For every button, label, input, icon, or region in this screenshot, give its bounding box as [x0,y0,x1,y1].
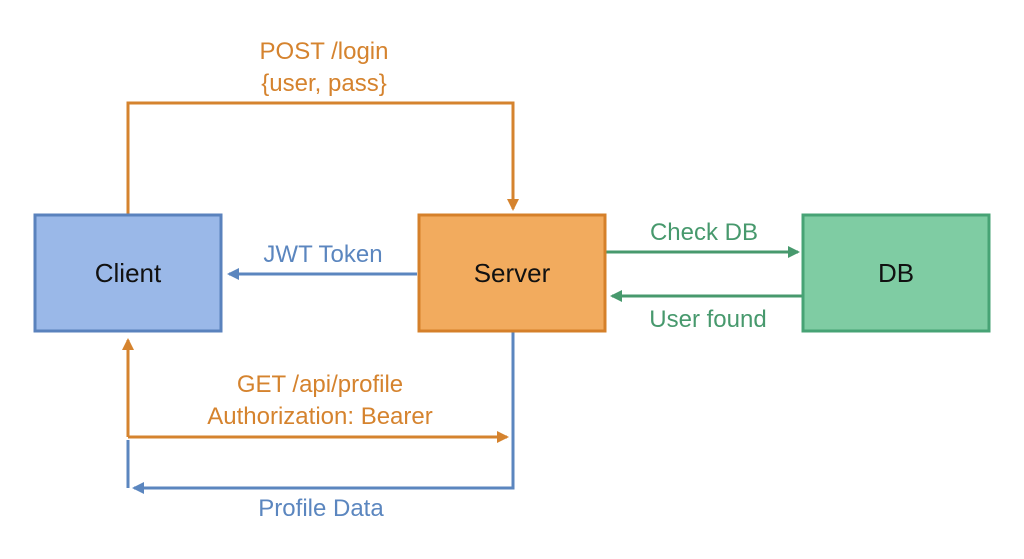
server-node: Server [417,213,607,333]
check-db-edge: Check DB [606,219,800,258]
server-label: Server [474,258,551,288]
profile-data-label: Profile Data [258,495,384,522]
client-label: Client [95,258,162,288]
jwt-edge: JWT Token [227,241,417,280]
user-found-label: User found [649,306,766,333]
login-label-line2: {user, pass} [261,70,386,97]
server-box [417,213,607,333]
profile-request-edge: GET /api/profile Authorization: Bearer [122,338,509,443]
profile-data-edge: Profile Data [126,332,515,522]
client-box [33,213,223,333]
login-label-line1: POST /login [260,38,389,65]
db-box [801,213,991,333]
login-arrow [126,101,519,214]
client-node: Client [33,213,223,333]
user-found-edge: User found [610,290,802,333]
profile-data-arrow [132,332,515,494]
profile-request-label-line2: Authorization: Bearer [207,403,432,430]
check-db-label: Check DB [650,219,758,246]
jwt-label: JWT Token [263,241,382,268]
db-node: DB [801,213,991,333]
profile-request-label-line1: GET /api/profile [237,371,403,398]
db-label: DB [878,258,914,288]
login-edge: POST /login {user, pass} [126,38,519,214]
